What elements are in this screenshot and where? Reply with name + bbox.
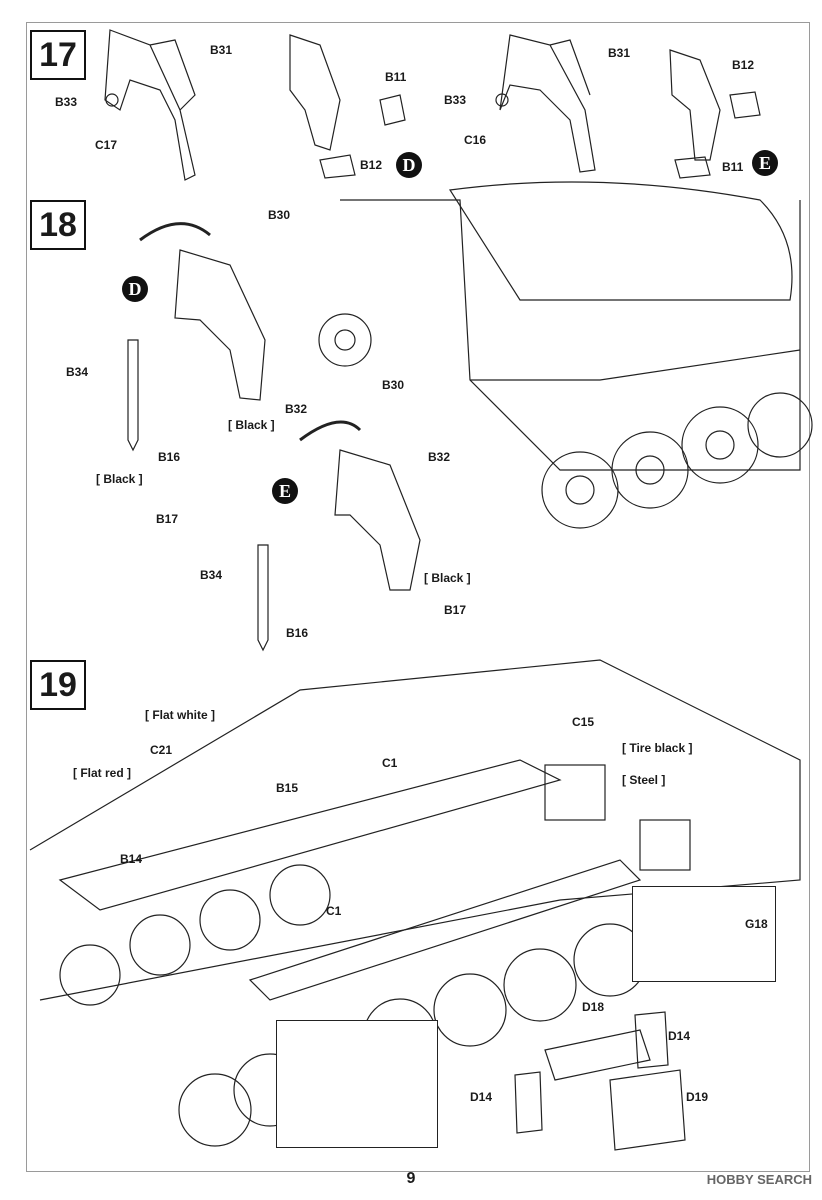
part-label: C16 bbox=[464, 133, 487, 147]
page-number: 9 bbox=[406, 1170, 416, 1187]
step17-part-c16 bbox=[495, 34, 596, 173]
step17-part-b12 bbox=[669, 49, 761, 179]
part-label: B34 bbox=[200, 568, 223, 582]
color-note: [ Steel ] bbox=[622, 773, 666, 787]
part-label: B34 bbox=[66, 365, 89, 379]
part-label: B16 bbox=[158, 450, 181, 464]
color-note: [ Flat red ] bbox=[73, 766, 132, 780]
color-note: [ Tire black ] bbox=[622, 741, 693, 755]
part-label: B12 bbox=[732, 58, 755, 72]
color-note: [ Black ] bbox=[96, 472, 143, 486]
step18-hull-assembly bbox=[318, 181, 813, 529]
step19-stowage-parts bbox=[514, 1011, 686, 1151]
part-label: B31 bbox=[210, 43, 233, 57]
color-note: [ Black ] bbox=[424, 571, 471, 585]
part-label: B30 bbox=[382, 378, 405, 392]
part-label: B32 bbox=[428, 450, 451, 464]
part-label: C1 bbox=[382, 756, 398, 770]
step17-part-b11 bbox=[289, 34, 406, 179]
part-label: B11 bbox=[385, 70, 407, 84]
part-label: G18 bbox=[745, 917, 768, 931]
part-label: B17 bbox=[156, 512, 179, 526]
step18-arm-upper bbox=[127, 249, 266, 452]
part-label: D18 bbox=[582, 1000, 605, 1014]
step17-part-c17 bbox=[104, 29, 196, 181]
step-number-19: 19 bbox=[30, 660, 86, 710]
detail-inset-g18: G18 bbox=[632, 886, 776, 982]
part-label: D14 bbox=[668, 1029, 691, 1043]
step-number-17: 17 bbox=[30, 30, 86, 80]
part-label: C15 bbox=[572, 715, 595, 729]
part-label: B12 bbox=[360, 158, 383, 172]
detail-inset-crate bbox=[276, 1020, 438, 1148]
step-number-18: 18 bbox=[30, 200, 86, 250]
part-label: B14 bbox=[120, 852, 143, 866]
watermark-logo: HOBBY SEARCH bbox=[706, 1172, 812, 1187]
part-label: C1 bbox=[326, 904, 342, 918]
subassembly-badge-d: D bbox=[122, 276, 148, 302]
color-note: [ Black ] bbox=[228, 418, 275, 432]
part-label: B33 bbox=[55, 95, 78, 109]
part-label: B15 bbox=[276, 781, 299, 795]
page-frame bbox=[26, 22, 810, 1172]
color-note: [ Flat white ] bbox=[145, 708, 215, 722]
subassembly-badge-d: D bbox=[396, 152, 422, 178]
part-label: B30 bbox=[268, 208, 291, 222]
part-label: B11 bbox=[722, 160, 744, 174]
subassembly-badge-e: E bbox=[752, 150, 778, 176]
part-label: B16 bbox=[286, 626, 309, 640]
part-label: B31 bbox=[608, 46, 631, 60]
part-label: D14 bbox=[470, 1090, 493, 1104]
part-label: B33 bbox=[444, 93, 467, 107]
part-label: D19 bbox=[686, 1090, 709, 1104]
part-label: B32 bbox=[285, 402, 308, 416]
part-label: B17 bbox=[444, 603, 467, 617]
step18-arm-lower bbox=[257, 449, 421, 652]
subassembly-badge-e: E bbox=[272, 478, 298, 504]
part-label: C17 bbox=[95, 138, 118, 152]
part-label: C21 bbox=[150, 743, 173, 757]
